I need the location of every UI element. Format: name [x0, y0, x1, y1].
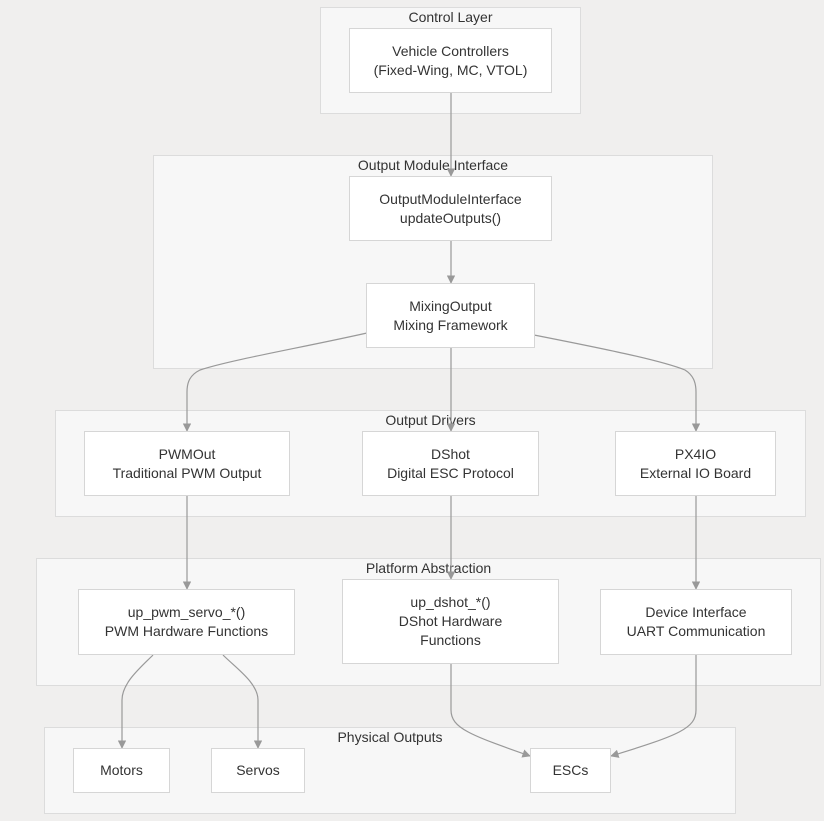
node-output-module-interface-line-2: updateOutputs()	[399, 209, 502, 226]
node-vehicle-controllers: Vehicle Controllers (Fixed-Wing, MC, VTO…	[349, 28, 552, 93]
group-physical-outputs-title: Physical Outputs	[337, 729, 443, 745]
node-up-pwm-servo-line-1: up_pwm_servo_*()	[127, 604, 246, 620]
node-servos: Servos	[211, 748, 305, 793]
node-pwm-out: PWMOut Traditional PWM Output	[84, 431, 290, 496]
node-px4io-line-2: External IO Board	[639, 464, 752, 481]
node-dshot-line-1: DShot	[431, 445, 470, 462]
node-escs: ESCs	[530, 748, 611, 793]
node-mixing-output-line-1: MixingOutput	[409, 297, 492, 314]
node-up-dshot-line-3: Functions	[420, 632, 481, 648]
node-up-dshot-line-1: up_dshot_*()	[410, 594, 491, 610]
node-output-module-interface: OutputModuleInterface updateOutputs()	[349, 176, 552, 241]
group-output-drivers-title: Output Drivers	[385, 412, 476, 428]
node-device-interface-line-1: Device Interface	[645, 604, 747, 620]
group-output-module-interface-title: Output Module Interface	[357, 157, 509, 173]
node-vehicle-controllers-line-2: (Fixed-Wing, MC, VTOL)	[373, 61, 528, 78]
group-platform-abstraction-title: Platform Abstraction	[365, 560, 492, 576]
node-px4io-line-1: PX4IO	[674, 445, 717, 462]
node-servos-label: Servos	[236, 762, 280, 778]
node-px4io: PX4IO External IO Board	[615, 431, 776, 496]
node-up-pwm-servo-line-2: PWM Hardware Functions	[104, 623, 269, 639]
node-vehicle-controllers-line-1: Vehicle Controllers	[392, 42, 509, 59]
node-dshot: DShot Digital ESC Protocol	[362, 431, 539, 496]
node-escs-label: ESCs	[552, 762, 589, 778]
node-mixing-output: MixingOutput Mixing Framework	[366, 283, 535, 348]
node-pwm-out-line-2: Traditional PWM Output	[112, 464, 262, 481]
group-control-layer-title: Control Layer	[408, 9, 493, 25]
node-device-interface-line-2: UART Communication	[626, 623, 766, 639]
node-up-dshot-line-2: DShot Hardware	[398, 613, 503, 629]
node-up-dshot: up_dshot_*() DShot Hardware Functions	[342, 579, 559, 664]
node-up-pwm-servo: up_pwm_servo_*() PWM Hardware Functions	[78, 589, 295, 655]
node-dshot-line-2: Digital ESC Protocol	[387, 464, 514, 481]
node-motors: Motors	[73, 748, 170, 793]
node-device-interface: Device Interface UART Communication	[600, 589, 792, 655]
node-mixing-output-line-2: Mixing Framework	[393, 316, 508, 333]
node-motors-label: Motors	[100, 762, 143, 778]
node-output-module-interface-line-1: OutputModuleInterface	[379, 190, 522, 207]
node-pwm-out-line-1: PWMOut	[158, 445, 216, 462]
